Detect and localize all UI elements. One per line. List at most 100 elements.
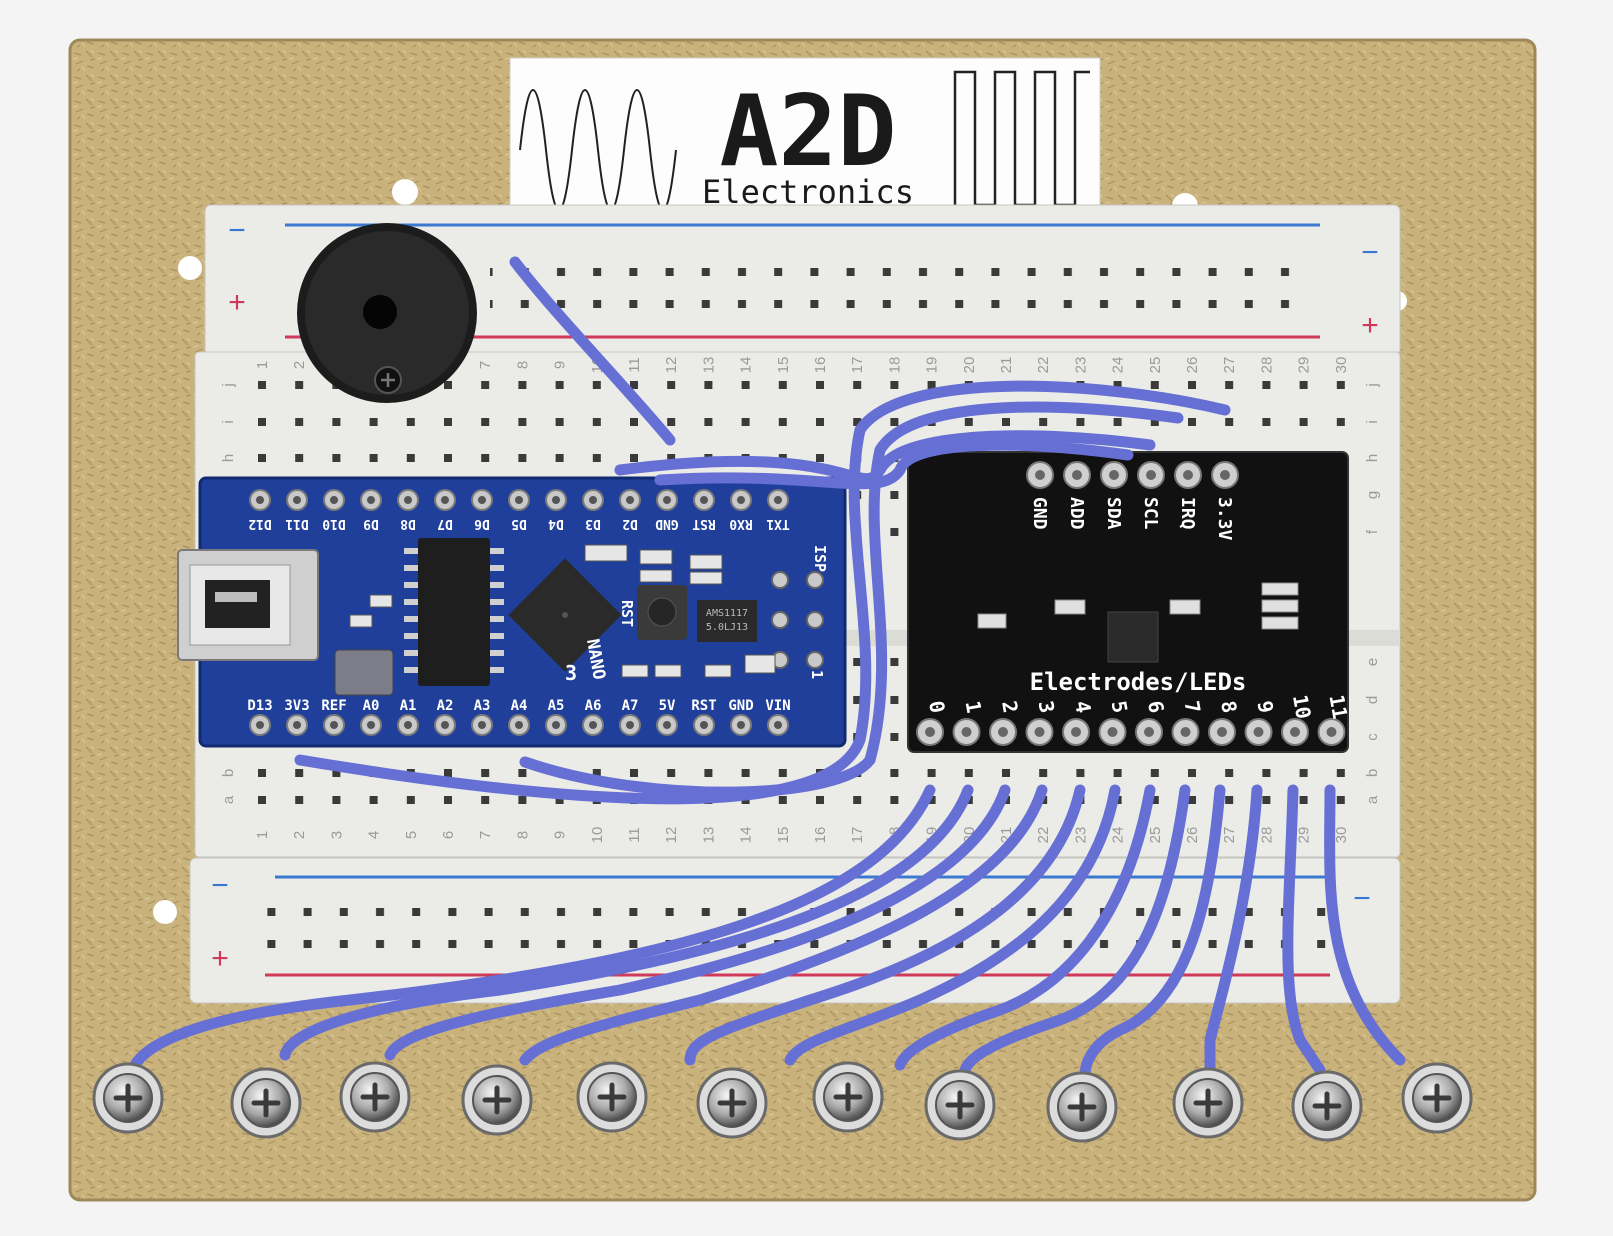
column-number: 28 [1258, 827, 1275, 844]
nano-pin-label: REF [321, 698, 346, 714]
breadboard-hole [295, 454, 304, 462]
nano-pin-label: D5 [511, 516, 527, 531]
touch-board-title: Electrodes/LEDs [1030, 668, 1247, 696]
nano-pin-label: A3 [474, 698, 491, 714]
breadboard-hole [332, 418, 341, 426]
column-number: 30 [1333, 827, 1350, 844]
breadboard-hole [369, 454, 378, 462]
jumper-wire [614, 430, 1156, 485]
row-letter: i [1364, 420, 1381, 423]
breadboard-hole [1262, 381, 1271, 389]
nano-pin-label: D7 [437, 516, 453, 531]
breadboard-hole [1225, 381, 1234, 389]
breadboard-hole [816, 796, 824, 804]
column-number: 21 [998, 357, 1015, 374]
breadboard-hole [1225, 769, 1234, 777]
nano-pin-label: A5 [548, 698, 565, 714]
electrode-label: 3 [1034, 699, 1060, 715]
breadboard-hole [778, 381, 787, 389]
nano-pin-label: GND [728, 698, 753, 714]
breadboard-hole [1299, 769, 1308, 777]
touch-controller-chip [1107, 611, 1159, 663]
column-number: 20 [961, 357, 978, 374]
column-number: 5 [403, 831, 420, 839]
isp-pin [806, 611, 824, 629]
rail-plus-bottom-left: + [211, 942, 229, 975]
isp-pin [806, 651, 824, 669]
rail-plus-top-left: + [228, 286, 246, 319]
jumper-wires [129, 256, 1406, 1081]
screw-terminal-icon [339, 1061, 411, 1133]
row-letter: e [1364, 658, 1381, 666]
breadboard-hole [1002, 418, 1010, 426]
nano-pin-label: A1 [400, 698, 417, 714]
breadboard-hole [778, 796, 787, 804]
breadboard-hole [741, 769, 750, 777]
logo-card: A2D Electronics [509, 57, 1101, 211]
breadboard-hole [555, 454, 564, 462]
column-number: 25 [1147, 357, 1164, 374]
column-number: 16 [812, 827, 829, 844]
breadboard-hole [481, 381, 490, 389]
breadboard-hole [592, 454, 601, 462]
column-number: 19 [924, 357, 941, 374]
electrode-label: 5 [1107, 699, 1133, 715]
electrode-label: 11 [1324, 693, 1352, 721]
nano-pin-label: RST [691, 698, 716, 714]
jumper-wire [519, 401, 1184, 798]
screw-terminal-icon [1172, 1067, 1244, 1139]
breadboard-hole [592, 381, 601, 389]
breadboard-hole [444, 796, 452, 804]
breadboard-hole [1299, 796, 1308, 804]
nano-pin-label: A0 [363, 698, 380, 714]
breadboard-hole [816, 454, 824, 462]
reset-button[interactable] [637, 585, 687, 640]
column-number: 4 [366, 831, 383, 839]
breadboard-hole [816, 418, 824, 426]
nano-pin-label: D6 [474, 516, 490, 531]
breadboard-hole [444, 381, 452, 389]
column-number: 22 [1035, 357, 1052, 374]
column-number: 29 [1296, 827, 1313, 844]
breadboard-hole [1336, 769, 1345, 777]
touch-pin-label: ADD [1066, 497, 1087, 530]
isp-pin [771, 611, 789, 629]
breadboard-hole [1188, 796, 1196, 804]
electrode-label: 8 [1216, 699, 1242, 715]
logo-brand: A2D [719, 75, 896, 189]
row-letter: c [1364, 733, 1381, 741]
breadboard-hole [444, 454, 452, 462]
column-number: 17 [849, 827, 866, 844]
nano-pin-label: 3V3 [284, 698, 309, 714]
column-number: 24 [1110, 357, 1127, 374]
isp-pin [771, 571, 789, 589]
nano-pin-label: D4 [548, 516, 564, 531]
breadboard-hole [592, 418, 601, 426]
breadboard-hole [704, 418, 713, 426]
row-letter: j [1364, 383, 1381, 387]
breadboard-hole [444, 769, 452, 777]
breadboard-hole [890, 491, 899, 499]
column-number: 12 [663, 357, 680, 374]
jumper-wire [654, 439, 1134, 490]
breadboard-hole [555, 381, 564, 389]
breadboard-hole [890, 528, 899, 536]
breadboard-hole [406, 418, 415, 426]
touch-pin-label: GND [1029, 497, 1050, 530]
nano-pin-label: D10 [322, 516, 346, 531]
regulator-line-2: 5.0LJ13 [706, 622, 748, 633]
row-letter: g [1364, 491, 1381, 499]
breadboard-hole [927, 381, 936, 389]
column-number: 26 [1184, 357, 1201, 374]
breadboard-hole [332, 796, 341, 804]
breadboard-hole [555, 418, 564, 426]
column-number: 9 [552, 831, 569, 839]
breadboard-hole [1336, 418, 1345, 426]
pin1-label: 1 [808, 670, 826, 679]
breadboard-hole [258, 769, 266, 777]
breadboard-hole [890, 796, 899, 804]
column-number: 13 [700, 357, 717, 374]
breadboard-hole [630, 769, 638, 777]
column-number: 8 [514, 361, 531, 369]
